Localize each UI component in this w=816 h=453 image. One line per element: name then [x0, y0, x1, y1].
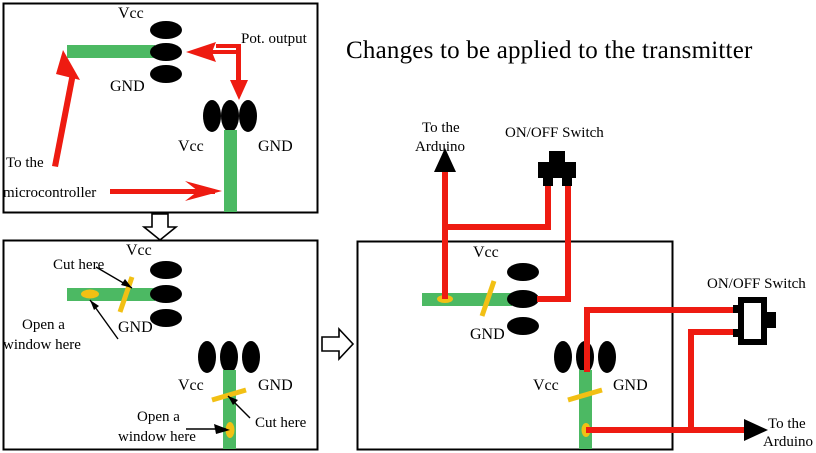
- label-gnd-top-original: GND: [110, 78, 145, 95]
- label-vcc-bottom-modified: Vcc: [178, 377, 204, 394]
- pad-gnd-bottom-mod: [242, 341, 260, 373]
- pad-gnd-top-wired: [507, 317, 539, 335]
- leader-cut-here-top-head: [121, 279, 132, 288]
- label-vcc-top-original: Vcc: [118, 5, 144, 22]
- pad-signal-bottom-mod: [220, 341, 238, 373]
- leader-open-window-bottom-head: [214, 424, 230, 434]
- arrow-pot-output-corner: [216, 44, 241, 48]
- label-vcc-top-modified: Vcc: [126, 242, 152, 259]
- label-vcc-bottom-original: Vcc: [178, 138, 204, 155]
- pad-vcc-bottom-wired: [554, 341, 572, 373]
- flow-arrow-down: [141, 213, 179, 242]
- arrow-pot-output-down: [230, 44, 248, 100]
- label-onoff-switch-right: ON/OFF Switch: [707, 276, 806, 292]
- switch-right-pin-bottom: [733, 329, 743, 337]
- switch-right-actuator: [764, 312, 776, 328]
- onoff-switch-right: [733, 297, 776, 345]
- trace-vertical-bottom-wired: [579, 370, 592, 449]
- cut-marker-bottom: [211, 387, 247, 403]
- wire-signalpad-to-switch-right: [584, 307, 740, 372]
- trace-horizontal-top-mod: [67, 288, 155, 301]
- pad-vcc-bottom-mod: [198, 341, 216, 373]
- pad-gnd-bottom-wired: [598, 341, 616, 373]
- label-open-window-top-line2: window here: [3, 337, 81, 353]
- pad-output-top-wired: [507, 290, 539, 308]
- arrow-to-microcontroller-horizontal: [110, 181, 222, 201]
- arrow-to-microcontroller-diagonal: [52, 50, 80, 167]
- pad-gnd-top: [150, 65, 182, 83]
- panel-rewired-board: [356, 148, 776, 451]
- wiring-bottom-circuit: [584, 307, 752, 433]
- label-open-window-top-line1: Open a: [22, 317, 65, 333]
- wire-switch-to-pad: [537, 181, 571, 302]
- label-cut-here-top: Cut here: [53, 257, 105, 273]
- trace-horizontal-top: [67, 45, 155, 58]
- cut-marker-top: [117, 276, 135, 313]
- pad-output-top-mod: [150, 285, 182, 303]
- onoff-switch-top: [538, 151, 576, 186]
- switch-top-actuator: [549, 151, 565, 162]
- cut-marker-bottom-wired: [567, 387, 603, 403]
- label-gnd-top-wired: GND: [470, 326, 505, 343]
- label-vcc-top-wired: Vcc: [473, 244, 499, 261]
- label-open-window-bottom-line1: Open a: [137, 409, 180, 425]
- pad-vcc-top-wired: [507, 263, 539, 281]
- label-to-arduino-bottom-line2: Arduino: [763, 434, 813, 450]
- switch-right-pin-top: [733, 305, 743, 313]
- label-gnd-bottom-modified: GND: [258, 377, 293, 394]
- arrow-pot-output-left: [186, 42, 240, 62]
- cut-marker-top-wired: [479, 280, 497, 317]
- label-pot-output: Pot. output: [241, 31, 307, 47]
- label-vcc-bottom-wired: Vcc: [533, 377, 559, 394]
- pad-vcc-bottom: [203, 100, 221, 132]
- label-open-window-bottom-line2: window here: [118, 429, 196, 445]
- label-cut-here-bottom: Cut here: [255, 415, 307, 431]
- label-to-arduino-top-line2: Arduino: [415, 139, 465, 155]
- label-to-arduino-bottom-line1: To the: [768, 416, 806, 432]
- pad-vcc-top: [150, 21, 182, 39]
- leader-open-window-top-head: [90, 300, 99, 310]
- label-gnd-top-modified: GND: [118, 319, 153, 336]
- switch-top-pin-right: [562, 178, 572, 186]
- flow-arrow-right: [321, 326, 355, 362]
- arrowhead-to-arduino-top: [434, 148, 456, 172]
- pad-gnd-bottom: [239, 100, 257, 132]
- label-to-arduino-top-line1: To the: [422, 120, 460, 136]
- switch-top-body: [538, 162, 576, 178]
- wire-switch-right-to-arduino: [688, 329, 752, 433]
- trace-horizontal-top-wired: [422, 293, 512, 306]
- label-onoff-switch-top: ON/OFF Switch: [505, 125, 604, 141]
- label-gnd-bottom-wired: GND: [613, 377, 648, 394]
- leader-cut-here-bottom-head: [228, 396, 238, 405]
- wiring-top-circuit: [442, 167, 571, 302]
- label-to-microcontroller-line1: To the: [6, 155, 44, 171]
- pad-gnd-top-mod: [150, 309, 182, 327]
- page-title: Changes to be applied to the transmitter: [346, 37, 753, 64]
- pad-signal-bottom: [221, 100, 239, 132]
- label-to-microcontroller-line2: microcontroller: [3, 185, 97, 201]
- open-window-marker-top: [81, 289, 99, 299]
- label-gnd-bottom-original: GND: [258, 138, 293, 155]
- pad-output-top: [150, 43, 182, 61]
- panel-modified-board: [2, 239, 319, 451]
- pad-vcc-top-mod: [150, 261, 182, 279]
- switch-right-body: [738, 297, 767, 345]
- panel-original-board: [2, 2, 319, 214]
- arrowhead-to-arduino-bottom: [744, 419, 768, 441]
- switch-top-pin-left: [543, 178, 553, 186]
- wire-arduino-to-switch: [445, 181, 551, 230]
- trace-vertical-bottom: [224, 130, 237, 212]
